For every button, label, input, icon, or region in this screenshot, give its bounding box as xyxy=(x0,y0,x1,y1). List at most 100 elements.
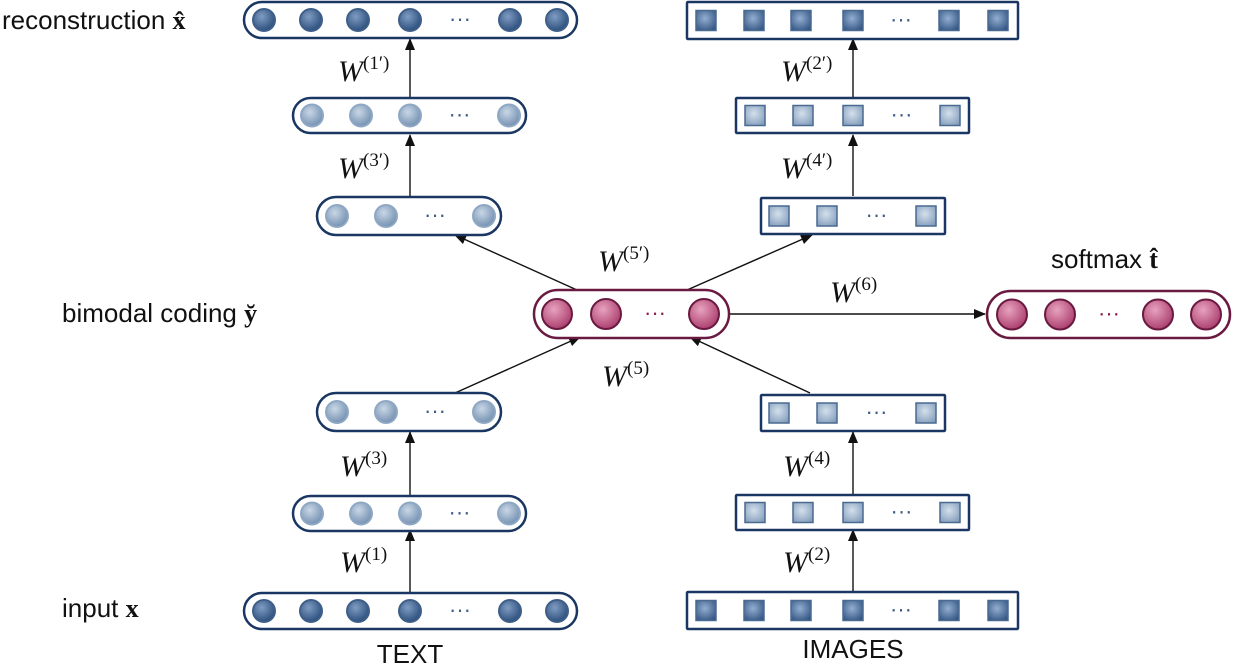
neuron-unit xyxy=(688,298,720,330)
text-input-layer: ··· xyxy=(242,591,579,631)
neuron-unit xyxy=(792,501,814,524)
neuron-unit xyxy=(545,599,569,623)
neuron-unit xyxy=(346,599,370,623)
weight-label-w4: W(4) xyxy=(783,448,830,483)
neuron-unit xyxy=(768,205,790,227)
arrow-bimodal-to-image-h3 xyxy=(686,234,813,291)
neuron-unit xyxy=(299,8,323,32)
connections xyxy=(405,38,986,592)
bimodal-coding-layer: ··· xyxy=(532,288,731,340)
weight-label-w3p: W(3′) xyxy=(338,150,389,185)
neuron-unit xyxy=(1142,298,1174,331)
ellipsis: ··· xyxy=(449,500,471,525)
ellipsis: ··· xyxy=(890,597,912,622)
neuron-unit xyxy=(938,599,960,622)
weight-label-w5p: W(5′) xyxy=(598,243,649,278)
neuron-unit xyxy=(299,599,323,623)
ellipsis: ··· xyxy=(449,597,471,622)
softmax-layer-frame xyxy=(985,289,1232,340)
text-reconstruction-layer: ··· xyxy=(242,0,579,40)
weight-label-w2: W(2) xyxy=(783,544,830,579)
neuron-unit xyxy=(792,104,814,127)
image-hidden3-layer-frame xyxy=(759,196,947,236)
image-hidden4-layer: ··· xyxy=(734,96,971,135)
neuron-unit xyxy=(996,298,1028,331)
weight-label-w1: W(1) xyxy=(340,544,387,579)
text-hidden4-layer: ··· xyxy=(291,96,528,135)
ellipsis: ··· xyxy=(449,6,471,31)
image-reconstruction-layer: ··· xyxy=(685,0,1020,41)
neuron-unit xyxy=(346,8,370,32)
neuron-unit xyxy=(472,400,496,424)
weight-label-w4p: W(4′) xyxy=(781,150,832,185)
neuron-unit xyxy=(252,599,276,623)
neuron-unit xyxy=(768,402,790,424)
neuron-unit xyxy=(842,9,864,32)
neuron-unit xyxy=(695,599,717,622)
softmax-label: softmax t̂ xyxy=(1051,244,1159,274)
ellipsis: ··· xyxy=(1098,301,1120,326)
neuron-unit xyxy=(842,599,864,622)
neuron-unit xyxy=(300,501,324,526)
weight-label-w2p: W(2′) xyxy=(781,53,832,88)
input-label: input x xyxy=(62,593,139,623)
neuron-unit xyxy=(1044,298,1076,331)
neuron-unit xyxy=(790,599,812,622)
neuron-unit xyxy=(472,204,496,228)
text-modality-label: TEXT xyxy=(377,639,444,668)
neuron-unit xyxy=(790,9,812,32)
image-hidden2-layer-frame xyxy=(759,393,947,433)
neuron-unit xyxy=(498,8,522,32)
arrow-text-h2-to-bimodal xyxy=(454,336,581,394)
ellipsis: ··· xyxy=(449,102,471,127)
image-hidden1-layer: ··· xyxy=(734,493,971,532)
neuron-unit xyxy=(695,9,717,32)
neuron-unit xyxy=(939,501,961,524)
image-input-layer: ··· xyxy=(685,590,1020,631)
neuron-unit xyxy=(743,9,765,32)
ellipsis: ··· xyxy=(866,399,888,424)
arrow-image-h2-to-bimodal xyxy=(689,336,811,394)
neuron-unit xyxy=(743,599,765,622)
ellipsis: ··· xyxy=(866,202,888,227)
bimodal-coding-layer-frame xyxy=(532,288,731,340)
neuron-unit xyxy=(1190,298,1222,331)
ellipsis: ··· xyxy=(890,7,912,32)
ellipsis: ··· xyxy=(424,398,446,423)
weight-label-w6: W(6) xyxy=(830,274,877,309)
neuron-unit xyxy=(325,204,349,228)
text-hidden2-layer: ··· xyxy=(315,391,503,433)
neuron-unit xyxy=(541,298,573,330)
neuron-unit xyxy=(939,104,961,127)
input-var: x xyxy=(126,594,139,623)
ellipsis: ··· xyxy=(424,202,446,227)
neuron-unit xyxy=(545,8,569,32)
neuron-unit xyxy=(497,103,521,128)
neuron-unit xyxy=(816,205,838,227)
arrow-bimodal-to-text-h3 xyxy=(454,234,578,291)
neuron-unit xyxy=(498,599,522,623)
images-modality-label: IMAGES xyxy=(802,634,903,664)
neuron-unit xyxy=(842,501,864,524)
neuron-unit xyxy=(252,8,276,32)
ellipsis: ··· xyxy=(644,300,666,325)
text-hidden2-layer-frame xyxy=(315,391,503,433)
neuron-unit xyxy=(915,205,937,227)
neuron-unit xyxy=(590,298,622,330)
text-hidden3-layer: ··· xyxy=(315,195,503,237)
softmax-var: t̂ xyxy=(1149,245,1159,274)
weight-label-w1p: W(1′) xyxy=(338,53,389,88)
weight-label-w3: W(3) xyxy=(340,448,387,483)
neuron-unit xyxy=(497,501,521,526)
text-hidden1-layer: ··· xyxy=(291,494,528,533)
softmax-layer: ··· xyxy=(985,289,1232,340)
neuron-unit xyxy=(325,400,349,424)
neuron-unit xyxy=(398,599,422,623)
neuron-unit xyxy=(938,9,960,32)
text-hidden3-layer-frame xyxy=(315,195,503,237)
neuron-unit xyxy=(349,501,373,526)
ellipsis: ··· xyxy=(891,102,913,127)
neuron-unit xyxy=(398,8,422,32)
bimodal-coding-label: bimodal coding y̆ xyxy=(62,298,257,328)
